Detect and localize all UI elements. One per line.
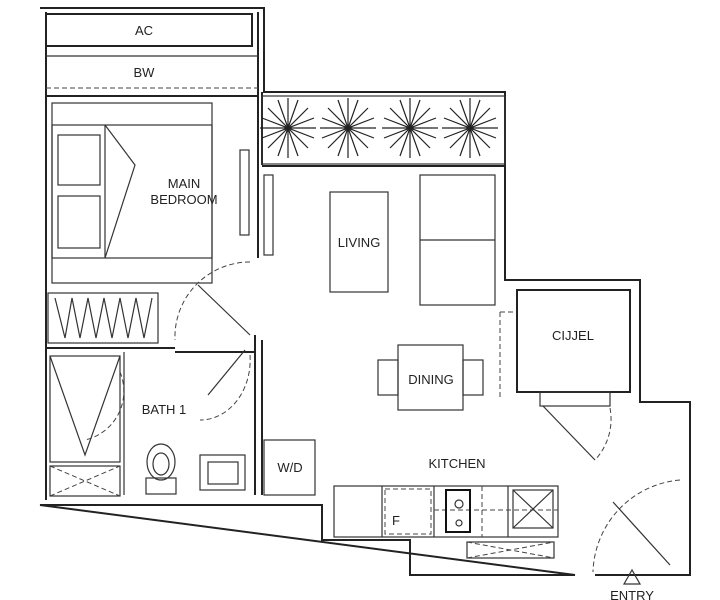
toilet-icon — [145, 443, 177, 495]
entry-arrow-icon — [622, 568, 642, 585]
shower — [49, 355, 125, 497]
sliding-door[interactable] — [263, 174, 274, 256]
counter-lower-dashed — [466, 541, 555, 559]
kitchen-counter — [333, 485, 559, 538]
sink-icon — [512, 489, 554, 529]
sofa — [419, 174, 496, 306]
door-swing — [594, 407, 612, 461]
dining-label: DINING — [408, 372, 454, 387]
door-swing — [592, 479, 681, 573]
cooktop-icon — [445, 489, 471, 533]
counter-lower — [466, 541, 555, 559]
entry-door[interactable] — [612, 501, 671, 566]
kitchen-label: KITCHEN — [428, 456, 485, 471]
plant-icon — [320, 98, 376, 158]
bedroom-door[interactable] — [197, 284, 251, 336]
door-swing — [199, 354, 251, 421]
ac-ledge — [45, 13, 253, 47]
plant-icon — [382, 98, 438, 158]
closet-door-frame — [539, 391, 611, 407]
ac-label: AC — [135, 23, 153, 38]
plant-icons — [260, 98, 498, 158]
bath-wall — [46, 335, 256, 495]
door-swing — [174, 261, 251, 341]
bath-door[interactable] — [207, 349, 246, 396]
fridge-label: F — [392, 513, 400, 528]
plant-icon — [260, 98, 316, 158]
wardrobe — [47, 292, 159, 344]
basin-icon — [199, 454, 246, 491]
closet-dashed — [499, 311, 517, 400]
closet-label: CIJJEL — [552, 328, 594, 343]
inner-wall-outline — [45, 12, 263, 500]
outer-wall — [39, 7, 691, 576]
bw-label: BW — [134, 65, 156, 80]
coffee-table — [329, 191, 389, 293]
main-bedroom-label: BEDROOM — [150, 192, 217, 207]
dining-table — [377, 344, 484, 411]
wd-label: W/D — [277, 460, 302, 475]
closet-door[interactable] — [542, 405, 596, 461]
sliding-door[interactable] — [239, 149, 250, 236]
planter — [261, 95, 506, 165]
living-label: LIVING — [338, 235, 381, 250]
main-bedroom-label: MAIN — [168, 176, 201, 191]
entry-label: ENTRY — [610, 588, 654, 600]
plant-icon — [442, 98, 498, 158]
washer-dryer — [263, 439, 316, 496]
bed — [51, 102, 213, 284]
bath-label: BATH 1 — [142, 402, 187, 417]
